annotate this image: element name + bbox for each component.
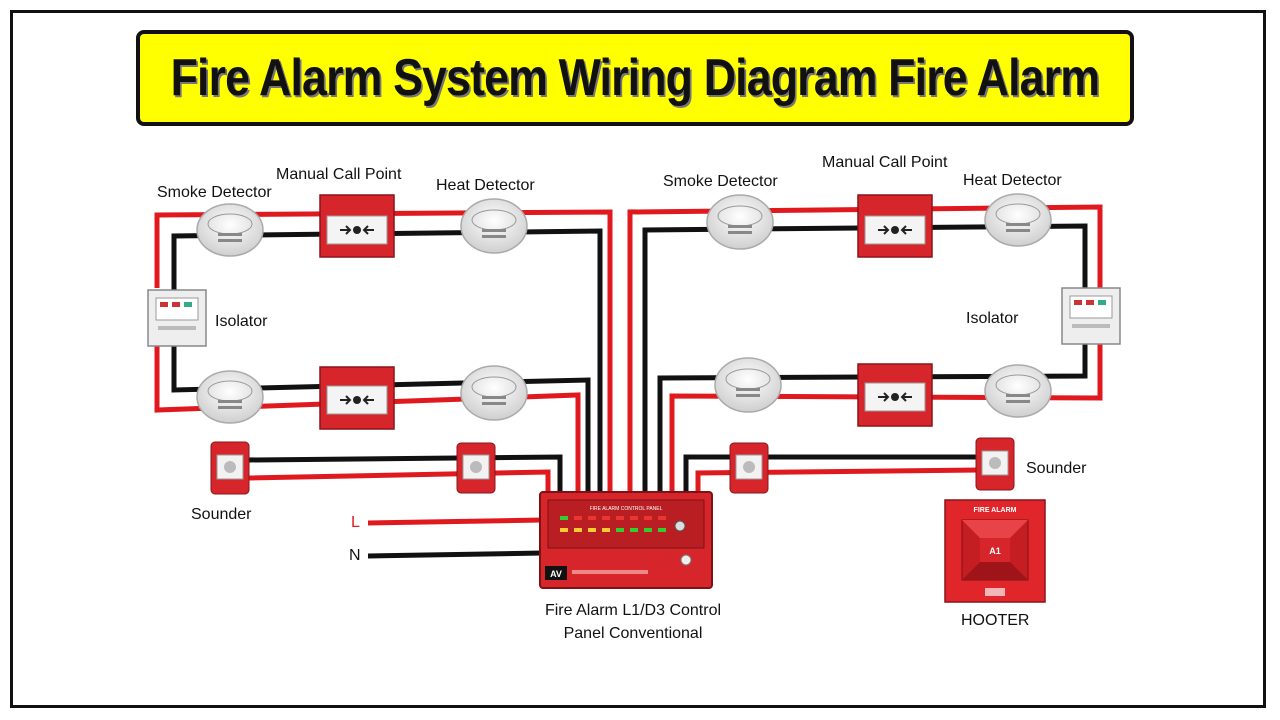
manual-call-point-right-bottom	[857, 363, 933, 427]
label-smoke-detector-left: Smoke Detector	[157, 184, 272, 201]
diagram-title: Fire Alarm System Wiring Diagram Fire Al…	[170, 49, 1100, 107]
wire-left-sounder-black	[247, 454, 563, 495]
wire-right-sounder-black	[683, 454, 980, 495]
sounder-right-1	[729, 442, 769, 494]
wire-left-sounder-red	[247, 469, 551, 495]
isolator-left	[147, 289, 207, 347]
label-control-panel-line1: Fire Alarm L1/D3 Control	[544, 602, 722, 619]
power-wires	[367, 517, 543, 559]
label-live: L	[351, 514, 360, 531]
label-manual-call-point-left: Manual Call Point	[276, 166, 402, 183]
sounder-left-1	[210, 441, 250, 495]
label-control-panel-line2: Panel Conventional	[563, 625, 703, 642]
manual-call-point-left-top	[319, 194, 395, 258]
smoke-detector-right-top	[706, 194, 774, 250]
hooter-header-text: FIRE ALARM	[974, 507, 1017, 514]
panel-header-text: FIRE ALARM CONTROL PANEL	[590, 506, 663, 512]
label-neutral: N	[349, 547, 361, 564]
sounder-left-2	[456, 442, 496, 494]
heat-detector-left-bottom	[460, 365, 528, 421]
smoke-detector-left-top	[196, 203, 264, 257]
title-banner: Fire Alarm System Wiring Diagram Fire Al…	[136, 30, 1134, 126]
wire-neutral	[367, 550, 543, 559]
hooter-zone-text: A1	[989, 546, 1001, 556]
heat-detector-right-top	[984, 193, 1052, 247]
manual-call-point-left-bottom	[319, 366, 395, 430]
control-panel: FIRE ALARM CONTROL PANEL AV	[539, 491, 713, 589]
smoke-detector-right-bottom	[714, 357, 782, 413]
wire-live	[367, 517, 543, 526]
label-heat-detector-left: Heat Detector	[436, 177, 535, 194]
panel-leds	[560, 516, 666, 532]
label-sounder-right: Sounder	[1026, 460, 1087, 477]
panel-brand-text: AV	[550, 569, 562, 579]
label-sounder-left: Sounder	[191, 506, 252, 523]
hooter-device: FIRE ALARM A1	[944, 499, 1046, 603]
label-heat-detector-right: Heat Detector	[963, 172, 1062, 189]
heat-detector-right-bottom	[984, 364, 1052, 418]
label-isolator-left: Isolator	[215, 313, 268, 330]
manual-call-point-right-top	[857, 194, 933, 258]
heat-detector-left-top	[460, 198, 528, 254]
isolator-right	[1061, 287, 1121, 345]
label-manual-call-point-right: Manual Call Point	[822, 154, 948, 171]
smoke-detector-left-bottom	[196, 370, 264, 424]
diagram-frame	[10, 10, 1266, 708]
label-smoke-detector-right: Smoke Detector	[663, 173, 778, 190]
wire-right-sounder-red	[695, 467, 981, 495]
label-isolator-right: Isolator	[966, 310, 1019, 327]
sounder-right-2	[975, 437, 1015, 491]
label-hooter: HOOTER	[961, 612, 1030, 629]
